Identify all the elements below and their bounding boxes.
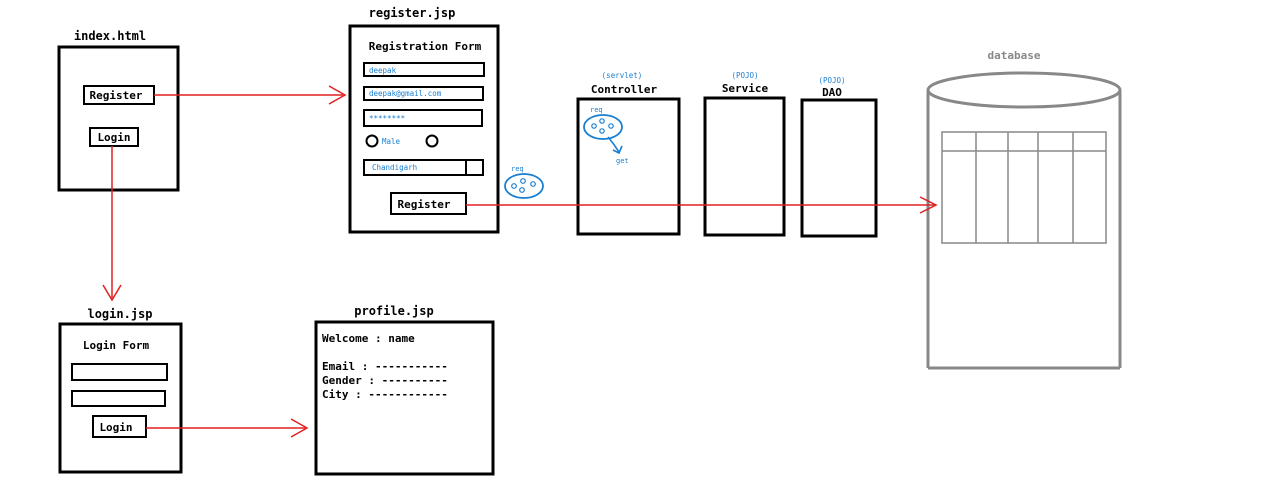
index-login-button[interactable]	[89, 127, 139, 147]
controller-tag: (servlet)	[602, 71, 643, 80]
dao-frame	[800, 98, 878, 238]
get-arrow-head	[612, 145, 623, 155]
table-frame	[941, 131, 1107, 244]
login-page-title: login.jsp	[87, 307, 152, 321]
name-field-value: deepak	[369, 66, 397, 75]
email-field-value: deepak@gmail.com	[369, 89, 442, 98]
request-label: req	[511, 165, 524, 173]
login-submit-button[interactable]	[92, 415, 147, 438]
request-dot	[520, 178, 526, 184]
profile-page: profile.jsp Welcome : name Email : -----…	[314, 304, 495, 476]
city-select-value: Chandigarh	[372, 163, 417, 172]
register-submit-button[interactable]	[390, 192, 467, 215]
profile-email: Email : -----------	[322, 360, 448, 373]
profile-gender: Gender : ----------	[322, 374, 448, 387]
request-object: req	[504, 165, 544, 199]
controller-get-label: get	[616, 157, 629, 165]
arrow-head	[290, 418, 309, 438]
service-box: (POJO) Service	[703, 71, 786, 237]
register-page: register.jsp Registration Form deepak de…	[348, 6, 500, 234]
male-radio-label: Male	[382, 137, 401, 146]
profile-page-title: profile.jsp	[354, 304, 433, 318]
index-page: index.html Register Login	[57, 29, 180, 192]
request-dot	[519, 187, 525, 193]
dao-tag: (POJO)	[818, 76, 845, 85]
index-page-title: index.html	[74, 29, 146, 43]
female-radio[interactable]	[425, 134, 439, 148]
controller-title: Controller	[591, 83, 658, 96]
login-page-frame	[58, 322, 183, 474]
service-frame	[703, 96, 786, 237]
profile-page-frame	[314, 320, 495, 476]
database-title: database	[988, 49, 1041, 62]
password-field[interactable]	[363, 109, 483, 127]
dao-box: (POJO) DAO	[800, 76, 878, 238]
register-page-frame	[348, 24, 500, 234]
service-tag: (POJO)	[731, 71, 758, 80]
controller-req-dot	[599, 118, 605, 124]
controller-box: (servlet) Controller req get	[576, 71, 681, 236]
flow-arrows	[102, 85, 938, 438]
login-username-field[interactable]	[71, 363, 168, 381]
controller-req-dot	[599, 128, 605, 134]
login-form-title: Login Form	[83, 339, 150, 352]
index-page-frame	[57, 45, 180, 192]
arrow-head	[919, 196, 938, 214]
controller-req-label: req	[590, 106, 603, 114]
profile-welcome: Welcome : name	[322, 332, 415, 345]
register-submit-label: Register	[398, 198, 451, 211]
database-cylinder: database	[926, 49, 1122, 370]
register-page-title: register.jsp	[369, 6, 456, 20]
request-bubble	[504, 173, 544, 199]
dao-title: DAO	[822, 86, 842, 99]
registration-form-title: Registration Form	[369, 40, 482, 53]
email-field[interactable]	[363, 86, 484, 101]
controller-req-dot	[608, 123, 614, 129]
male-radio[interactable]	[365, 134, 379, 148]
index-register-label: Register	[90, 89, 143, 102]
request-dot	[511, 183, 517, 189]
login-page: login.jsp Login Form Login	[58, 307, 183, 474]
login-submit-label: Login	[99, 421, 132, 434]
arrow-head	[328, 85, 347, 105]
service-title: Service	[722, 82, 769, 95]
database-table	[941, 131, 1107, 244]
arrow-head	[102, 284, 122, 302]
index-login-label: Login	[97, 131, 130, 144]
controller-frame	[576, 97, 681, 236]
controller-req-dot	[591, 123, 597, 129]
profile-city: City : ------------	[322, 388, 448, 401]
database-top	[926, 71, 1122, 109]
city-select[interactable]	[363, 159, 484, 176]
login-password-field[interactable]	[71, 390, 166, 407]
controller-req-bubble	[583, 114, 623, 140]
request-dot	[530, 181, 536, 187]
name-field[interactable]	[363, 62, 485, 77]
get-arrow	[607, 136, 620, 153]
password-field-value: ********	[369, 114, 405, 123]
